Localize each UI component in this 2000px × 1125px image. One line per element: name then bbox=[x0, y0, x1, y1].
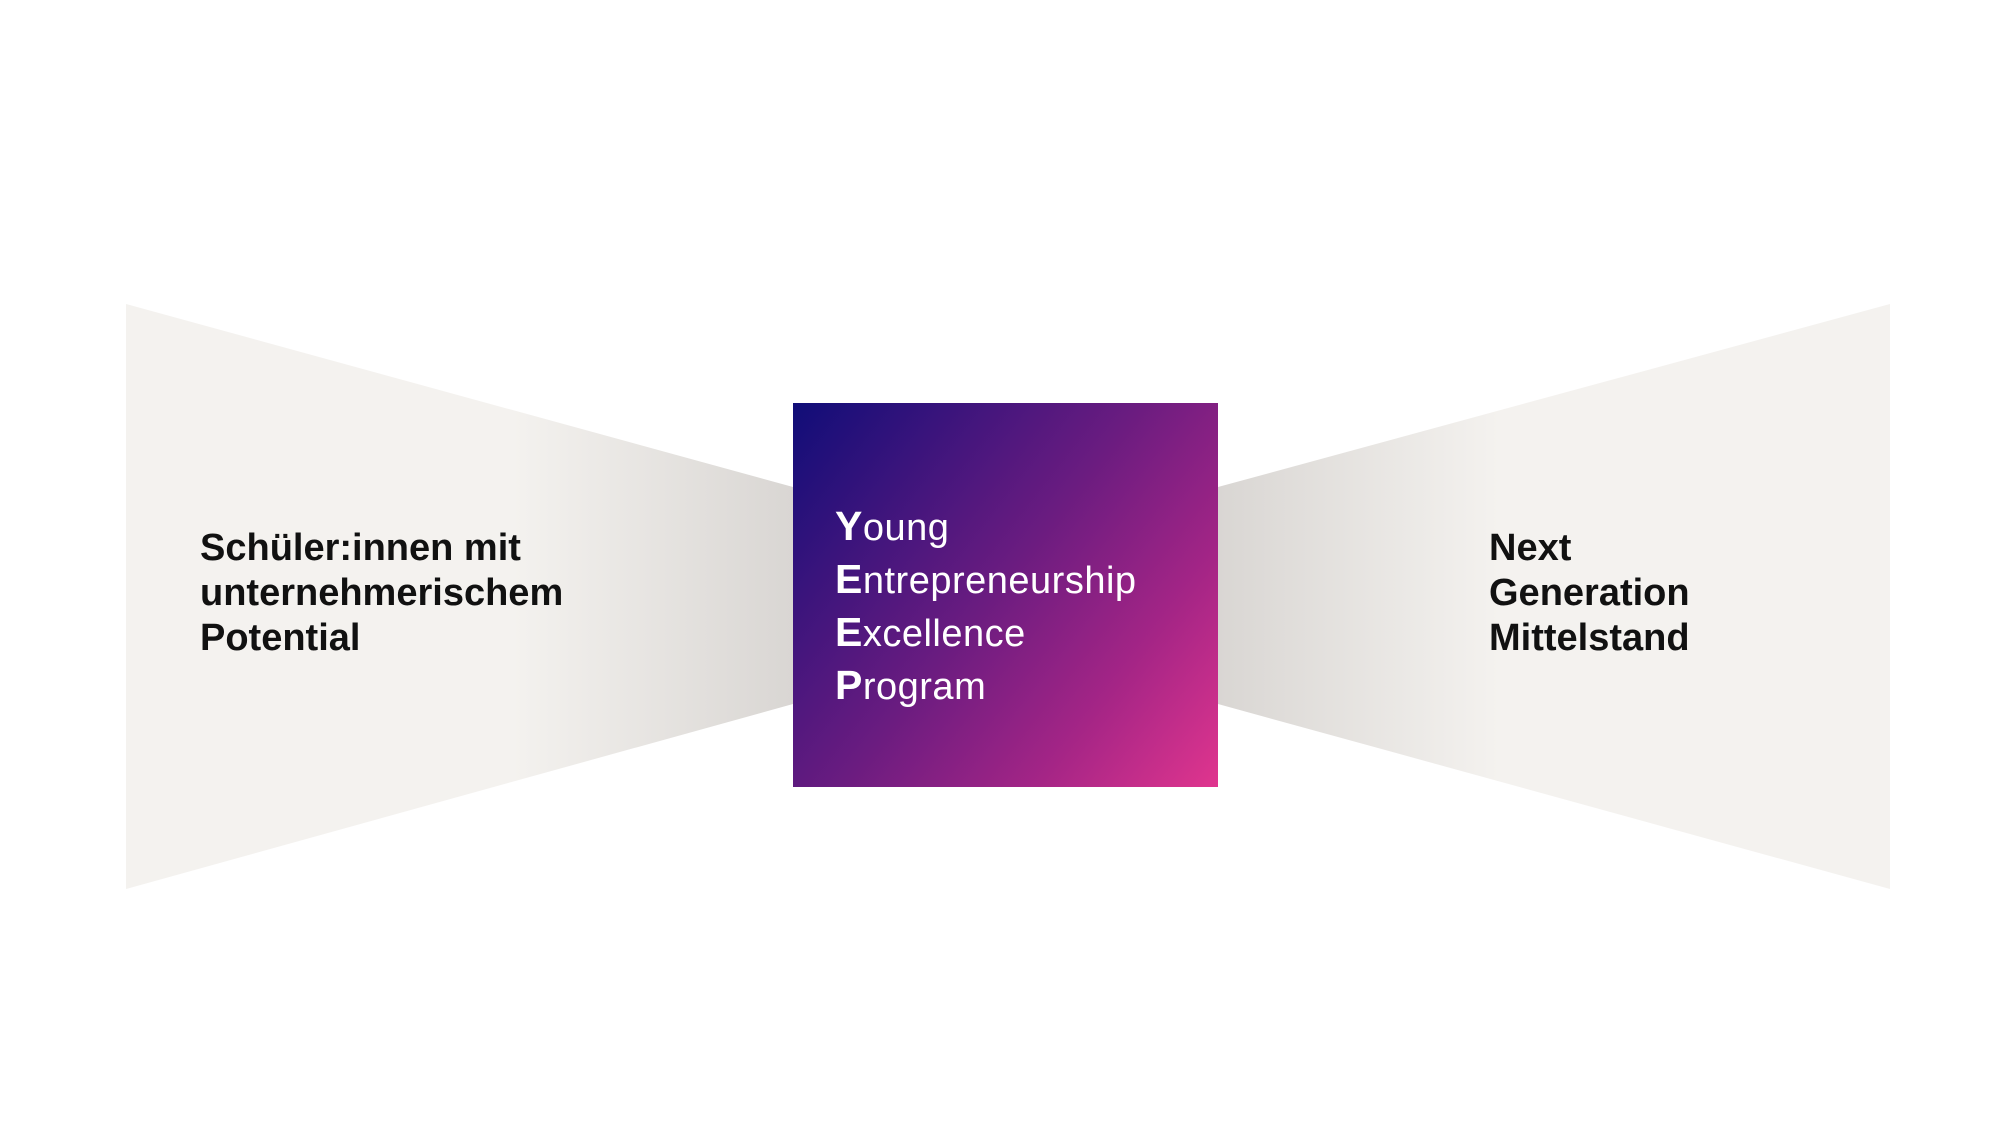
acronym-letter: Y bbox=[835, 503, 863, 549]
program-line-program: Program bbox=[835, 660, 1137, 713]
acronym-word-rest: oung bbox=[862, 507, 950, 549]
acronym-letter: E bbox=[835, 556, 863, 602]
right-label-line: Generation bbox=[1489, 572, 1690, 614]
left-funnel-shape bbox=[126, 304, 793, 889]
right-funnel-shape bbox=[1218, 304, 1890, 889]
program-line-young: Young bbox=[835, 501, 1137, 554]
left-label-line: unternehmerischem bbox=[200, 572, 564, 614]
program-line-entrepreneurship: Entrepreneurship bbox=[835, 554, 1137, 607]
right-funnel-label: Next Generation Mittelstand bbox=[1489, 526, 1690, 661]
acronym-letter: P bbox=[835, 662, 863, 708]
acronym-letter: E bbox=[835, 609, 863, 655]
left-label-line: Potential bbox=[200, 617, 361, 659]
acronym-word-rest: ntrepreneurship bbox=[862, 560, 1137, 602]
right-label-line: Next bbox=[1489, 527, 1572, 569]
right-label-line: Mittelstand bbox=[1489, 617, 1690, 659]
program-name: Young Entrepreneurship Excellence Progra… bbox=[835, 501, 1137, 713]
program-line-excellence: Excellence bbox=[835, 607, 1137, 660]
program-box: Young Entrepreneurship Excellence Progra… bbox=[793, 403, 1218, 787]
left-label-line: Schüler:innen mit bbox=[200, 527, 521, 569]
acronym-word-rest: xcellence bbox=[862, 613, 1026, 655]
acronym-word-rest: rogram bbox=[862, 666, 987, 708]
left-funnel-label: Schüler:innen mit unternehmerischem Pote… bbox=[200, 526, 563, 661]
